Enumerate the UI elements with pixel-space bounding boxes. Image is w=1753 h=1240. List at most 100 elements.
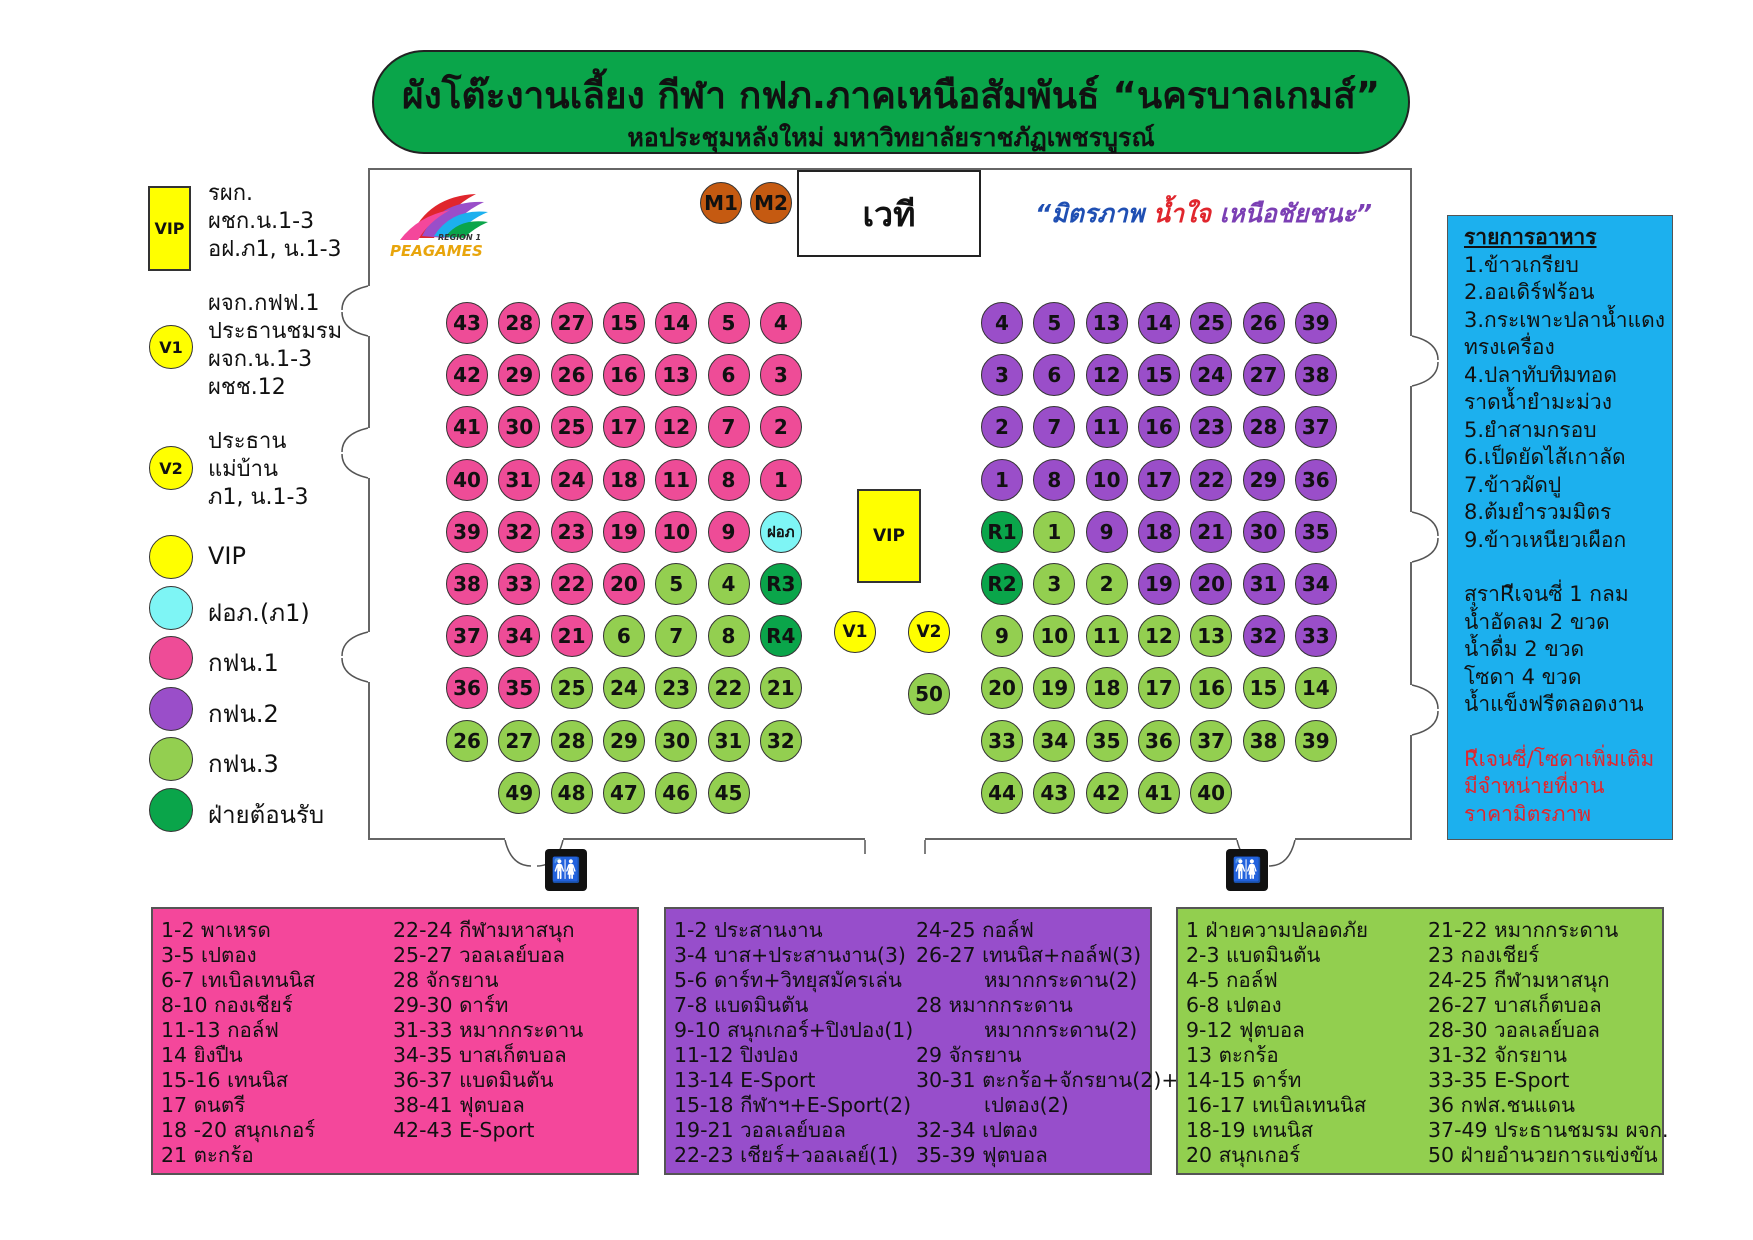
right-table[interactable]: 9 [1085, 510, 1128, 553]
right-table[interactable]: 13 [1190, 615, 1233, 658]
left-table[interactable]: 5 [707, 302, 750, 344]
right-table[interactable]: 26 [1242, 302, 1285, 344]
left-table[interactable]: 25 [550, 406, 593, 449]
left-table[interactable]: 46 [655, 771, 698, 814]
right-table[interactable]: 2 [981, 406, 1023, 449]
right-table[interactable]: 12 [1137, 615, 1180, 658]
left-table[interactable]: 32 [759, 719, 802, 762]
right-table[interactable]: 37 [1294, 406, 1337, 449]
left-table[interactable]: 16 [602, 354, 645, 397]
right-table[interactable]: 6 [1033, 354, 1076, 397]
left-table[interactable]: 40 [446, 458, 488, 501]
right-table[interactable]: 17 [1137, 667, 1180, 710]
left-table[interactable]: 45 [707, 771, 750, 814]
right-table[interactable]: 35 [1085, 719, 1128, 762]
left-table[interactable]: 47 [602, 771, 645, 814]
right-table[interactable]: 38 [1294, 354, 1337, 397]
right-table[interactable]: 24 [1190, 354, 1233, 397]
left-table[interactable]: 9 [707, 510, 750, 553]
left-table[interactable]: 36 [446, 667, 488, 710]
right-table[interactable]: 39 [1294, 302, 1337, 344]
right-table[interactable]: 34 [1294, 563, 1337, 605]
right-table[interactable]: 10 [1033, 615, 1076, 658]
right-table[interactable]: 17 [1137, 458, 1180, 501]
right-table[interactable]: 8 [1033, 458, 1076, 501]
right-table[interactable]: 25 [1190, 302, 1233, 344]
left-table[interactable]: 27 [550, 302, 593, 344]
right-table[interactable]: 4 [981, 302, 1023, 344]
right-table[interactable]: 34 [1033, 719, 1076, 762]
right-table[interactable]: 38 [1242, 719, 1285, 762]
left-table[interactable]: 23 [655, 667, 698, 710]
right-table[interactable]: 16 [1137, 406, 1180, 449]
right-table[interactable]: 5 [1033, 302, 1076, 344]
left-table[interactable]: 22 [707, 667, 750, 710]
left-table[interactable]: 38 [446, 563, 488, 605]
left-table[interactable]: 4 [759, 302, 802, 344]
right-table[interactable]: 36 [1137, 719, 1180, 762]
vip-table[interactable]: VIP [857, 489, 921, 583]
left-table[interactable]: 24 [602, 667, 645, 710]
left-table[interactable]: R4 [759, 615, 802, 658]
left-table[interactable]: 8 [707, 458, 750, 501]
left-table[interactable]: 41 [446, 406, 488, 449]
left-table[interactable]: 19 [602, 510, 645, 553]
table-50[interactable]: 50 [908, 673, 950, 715]
right-table[interactable]: 42 [1085, 771, 1128, 814]
table-v2[interactable]: V2 [908, 611, 950, 653]
right-table[interactable]: 35 [1294, 510, 1337, 553]
left-table[interactable]: 26 [446, 719, 488, 762]
left-table[interactable]: 28 [550, 719, 593, 762]
right-table[interactable]: 1 [981, 458, 1023, 501]
left-table[interactable]: 21 [759, 667, 802, 710]
table-v1[interactable]: V1 [834, 611, 876, 653]
left-table[interactable]: 7 [655, 615, 698, 658]
left-table[interactable]: 28 [498, 302, 541, 344]
right-table[interactable]: 22 [1190, 458, 1233, 501]
left-table[interactable]: 27 [498, 719, 541, 762]
left-table[interactable]: 35 [498, 667, 541, 710]
right-table[interactable]: 2 [1085, 563, 1128, 605]
right-table[interactable]: 39 [1294, 719, 1337, 762]
left-table[interactable]: 32 [498, 510, 541, 553]
left-table[interactable]: 39 [446, 510, 488, 553]
right-table[interactable]: 14 [1294, 667, 1337, 710]
right-table[interactable]: 27 [1242, 354, 1285, 397]
right-table[interactable]: 14 [1137, 302, 1180, 344]
right-table[interactable]: 18 [1085, 667, 1128, 710]
left-table[interactable]: 31 [707, 719, 750, 762]
right-table[interactable]: 16 [1190, 667, 1233, 710]
left-table[interactable]: 30 [655, 719, 698, 762]
right-table[interactable]: 15 [1242, 667, 1285, 710]
right-table[interactable]: 31 [1242, 563, 1285, 605]
left-table[interactable]: 17 [602, 406, 645, 449]
left-table[interactable]: 21 [550, 615, 593, 658]
table-m1[interactable]: M1 [700, 182, 742, 224]
left-table[interactable]: 25 [550, 667, 593, 710]
left-table[interactable]: 3 [759, 354, 802, 397]
left-table[interactable]: 8 [707, 615, 750, 658]
right-table[interactable]: 20 [981, 667, 1023, 710]
left-table[interactable]: R3 [759, 563, 802, 605]
right-table[interactable]: 11 [1085, 406, 1128, 449]
left-table[interactable]: 11 [655, 458, 698, 501]
left-table[interactable]: 2 [759, 406, 802, 449]
left-table[interactable]: 1 [759, 458, 802, 501]
right-table[interactable]: 43 [1033, 771, 1076, 814]
right-table[interactable]: 41 [1137, 771, 1180, 814]
left-table[interactable]: 7 [707, 406, 750, 449]
left-table[interactable]: 14 [655, 302, 698, 344]
right-table[interactable]: 32 [1242, 615, 1285, 658]
left-table[interactable]: 24 [550, 458, 593, 501]
right-table[interactable]: 40 [1190, 771, 1233, 814]
right-table[interactable]: 9 [981, 615, 1023, 658]
left-table[interactable]: 31 [498, 458, 541, 501]
right-table[interactable]: 7 [1033, 406, 1076, 449]
left-table[interactable]: 30 [498, 406, 541, 449]
right-table[interactable]: 12 [1085, 354, 1128, 397]
left-table[interactable]: 29 [602, 719, 645, 762]
left-table[interactable]: 33 [498, 563, 541, 605]
right-table[interactable]: 19 [1033, 667, 1076, 710]
left-table[interactable]: 13 [655, 354, 698, 397]
left-table[interactable]: 29 [498, 354, 541, 397]
